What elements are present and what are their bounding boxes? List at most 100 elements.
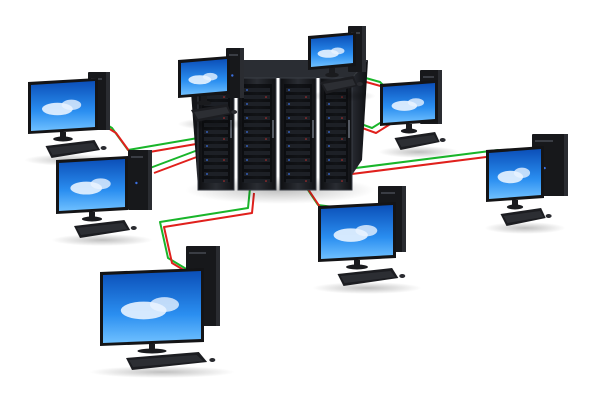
server-blade bbox=[244, 95, 270, 99]
status-led bbox=[288, 131, 290, 133]
status-led bbox=[246, 145, 248, 147]
keyboard-keys bbox=[340, 271, 396, 283]
mouse bbox=[356, 82, 363, 86]
keyboard-keys bbox=[323, 79, 356, 91]
status-led bbox=[341, 138, 343, 140]
status-led bbox=[305, 180, 307, 182]
keyboard-keys bbox=[397, 135, 438, 147]
status-led bbox=[305, 138, 307, 140]
status-led bbox=[288, 117, 290, 119]
monitor-base bbox=[53, 136, 73, 142]
monitor-base bbox=[196, 100, 212, 106]
monitor-stand bbox=[149, 344, 155, 350]
power-led bbox=[135, 181, 138, 185]
monitor-stand bbox=[512, 200, 518, 206]
server-blade bbox=[204, 95, 228, 99]
status-led bbox=[328, 103, 330, 105]
door-handle bbox=[312, 120, 314, 138]
status-led bbox=[246, 131, 248, 133]
status-led bbox=[206, 131, 208, 133]
server-blade bbox=[244, 102, 270, 106]
server-blade bbox=[204, 102, 228, 106]
status-led bbox=[206, 159, 208, 161]
screen-cloud bbox=[355, 225, 378, 237]
status-led bbox=[288, 89, 290, 91]
server-blade bbox=[286, 144, 310, 148]
monitor-base bbox=[137, 348, 167, 354]
station-shadow bbox=[378, 146, 460, 158]
server-blade bbox=[286, 130, 310, 134]
station-shadow bbox=[308, 90, 376, 102]
computer-tower bbox=[128, 150, 152, 210]
status-led bbox=[223, 159, 225, 161]
tower-side bbox=[240, 48, 244, 98]
station-shadow bbox=[51, 234, 153, 246]
server-blade bbox=[244, 151, 270, 155]
server-blade bbox=[286, 116, 310, 120]
status-led bbox=[223, 180, 225, 182]
server-blade bbox=[204, 165, 228, 169]
keyboard-keys bbox=[129, 355, 203, 367]
mouse bbox=[100, 146, 107, 150]
workstations bbox=[24, 26, 568, 378]
status-led bbox=[265, 96, 267, 98]
mouse bbox=[399, 274, 406, 278]
station-shadow bbox=[89, 366, 235, 378]
status-led bbox=[288, 173, 290, 175]
keyboard-keys bbox=[194, 107, 230, 119]
server-blade bbox=[286, 102, 310, 106]
server-blade bbox=[244, 179, 270, 183]
computer-tower bbox=[226, 48, 244, 98]
status-led bbox=[328, 145, 330, 147]
status-led bbox=[265, 180, 267, 182]
server-blade bbox=[286, 172, 310, 176]
desktop-computer bbox=[177, 48, 251, 130]
tower-side bbox=[148, 150, 152, 210]
screen-cloud bbox=[407, 98, 425, 107]
desktop-computer bbox=[24, 72, 122, 166]
server-blade bbox=[326, 137, 346, 141]
status-led bbox=[246, 173, 248, 175]
server-blade bbox=[204, 158, 228, 162]
server-blade bbox=[244, 137, 270, 141]
server-blade bbox=[286, 158, 310, 162]
monitor-stand bbox=[201, 96, 207, 102]
tower-side bbox=[402, 186, 406, 252]
desktop-computer bbox=[484, 134, 568, 234]
status-led bbox=[246, 159, 248, 161]
keyboard-keys bbox=[503, 211, 544, 223]
server-blade bbox=[286, 137, 310, 141]
server-blade bbox=[204, 137, 228, 141]
monitor-base bbox=[346, 264, 368, 270]
server-blade bbox=[286, 179, 310, 183]
monitor-stand bbox=[406, 124, 412, 130]
mouse bbox=[545, 214, 552, 218]
network-cable bbox=[153, 154, 203, 174]
status-led bbox=[328, 131, 330, 133]
server-blade bbox=[326, 123, 346, 127]
server-blade bbox=[286, 88, 310, 92]
status-led bbox=[206, 173, 208, 175]
desktop-computer bbox=[378, 70, 460, 158]
desktop-computer bbox=[51, 150, 153, 246]
screen-cloud bbox=[331, 47, 345, 55]
desktop-computer bbox=[312, 186, 422, 294]
server-blade bbox=[244, 144, 270, 148]
status-led bbox=[288, 103, 290, 105]
server-blade bbox=[326, 158, 346, 162]
server-blade bbox=[286, 165, 310, 169]
door-handle bbox=[272, 120, 274, 138]
status-led bbox=[223, 138, 225, 140]
server-blade bbox=[326, 130, 346, 134]
mouse bbox=[231, 110, 238, 114]
server-blade bbox=[204, 130, 228, 134]
server-blade bbox=[326, 102, 346, 106]
server-blade bbox=[244, 109, 270, 113]
tower-side bbox=[438, 70, 442, 124]
tower-side bbox=[564, 134, 568, 196]
server-blade bbox=[326, 151, 346, 155]
mouse bbox=[130, 226, 137, 230]
server-blade bbox=[204, 151, 228, 155]
